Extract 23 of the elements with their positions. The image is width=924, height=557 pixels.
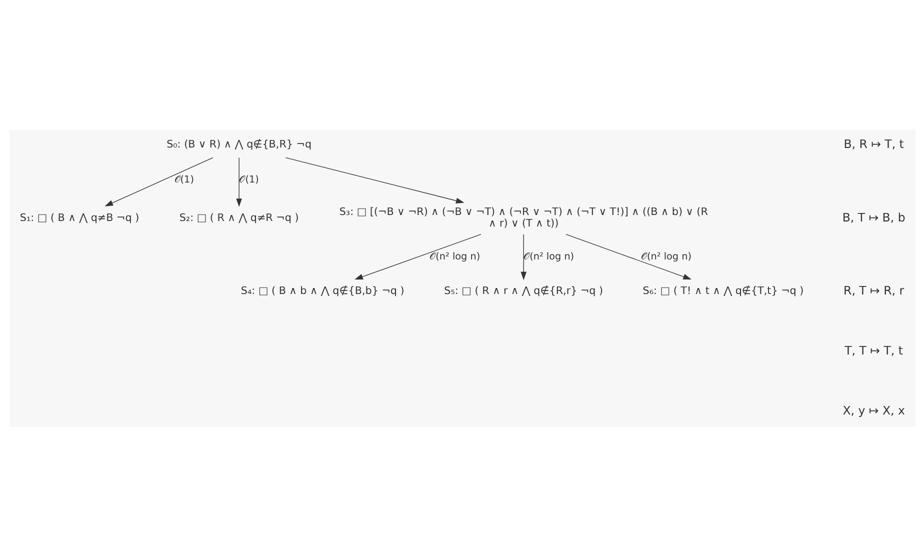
- node-text: S₄: □ ( B ∧ b ∧ ⋀ q∉{B,b} ¬q ): [240, 285, 404, 298]
- node-text: S₁: □ ( B ∧ ⋀ q≠B ¬q ): [19, 212, 139, 224]
- node-text: S₆: □ ( T! ∧ t ∧ ⋀ q∉{T,t} ¬q ): [642, 285, 804, 298]
- label: B, R ↦ T, t: [843, 137, 904, 152]
- edge-label: 𝒪(1): [174, 174, 194, 186]
- label: B, T ↦ B, b: [842, 210, 905, 224]
- node-text: S₅: □ ( R ∧ r ∧ ⋀ q∉{R,r} ¬q ): [444, 285, 603, 298]
- arrow: [520, 234, 526, 280]
- node-text: S₃: □ [(¬B ∨ ¬R) ∧ (¬B ∨ ¬T) ∧ (¬R ∨ ¬T) ∧ (¬T ∨ T!)] ∧ ((B ∧ b) ∨ (R ∧ r) ∨ (T ∧ t)): [338, 206, 708, 230]
- arrow: [104, 157, 213, 206]
- arrow: [354, 234, 481, 280]
- arrow: [565, 234, 691, 280]
- edge-label: 𝒪(1): [238, 174, 258, 186]
- label: R, T ↦ R, r: [843, 283, 904, 298]
- edge-label: 𝒪(n² log n): [523, 251, 574, 262]
- label: T, T ↦ T, t: [844, 344, 902, 358]
- node-text: S₀: (B ∨ R) ∧ ⋀ q∉{B,R} ¬q: [166, 138, 312, 151]
- arrow: [284, 157, 464, 204]
- node-text: S₂: □ ( R ∧ ⋀ q≠R ¬q ): [178, 212, 298, 224]
- arrow: [236, 157, 242, 207]
- edge-label: 𝒪(n² log n): [640, 251, 692, 262]
- edge-label: 𝒪(n² log n): [429, 251, 480, 262]
- label: X, y ↦ X, x: [842, 404, 904, 418]
